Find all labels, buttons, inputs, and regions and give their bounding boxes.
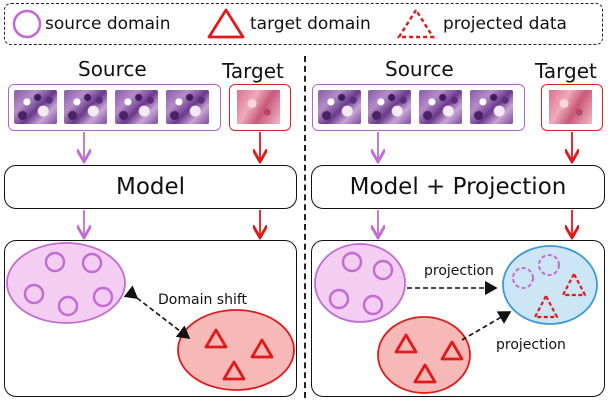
legend-projected-data: projected data — [443, 14, 567, 34]
right-target-title: Target — [535, 59, 597, 83]
source-image-1 — [318, 90, 361, 124]
projection-label-top: projection — [424, 263, 494, 279]
left-model-box: Model — [4, 165, 297, 209]
right-model-label: Model + Projection — [349, 174, 567, 200]
projected-source-samples — [512, 254, 560, 289]
source-samples — [328, 251, 394, 316]
source-image-2 — [368, 90, 411, 124]
left-source-images — [8, 84, 221, 131]
source-image-3 — [419, 90, 462, 124]
left-target-image-box — [229, 84, 291, 131]
target-samples — [204, 328, 274, 381]
right-model-box: Model + Projection — [311, 165, 605, 209]
legend-source-domain: source domain — [45, 14, 171, 34]
right-source-images — [312, 84, 525, 131]
domain-shift-label: Domain shift — [158, 292, 248, 308]
left-model-label: Model — [115, 174, 186, 200]
target-cluster — [377, 316, 471, 394]
projection-arrow-target — [461, 311, 512, 341]
target-samples — [394, 333, 464, 384]
source-domain-legend-icon — [12, 9, 42, 39]
target-image — [549, 90, 592, 124]
target-domain-legend-icon — [207, 8, 245, 39]
right-source-title: Source — [385, 57, 454, 81]
source-image-3 — [115, 90, 158, 124]
projection-label-bottom: projection — [496, 337, 566, 353]
legend-target-domain: target domain — [250, 14, 371, 34]
domain-shift-arrow — [123, 285, 191, 339]
left-source-title: Source — [78, 57, 147, 81]
projected-target-samples — [533, 272, 587, 319]
target-image — [237, 90, 280, 124]
source-cluster — [6, 242, 126, 324]
source-image-1 — [14, 90, 57, 124]
source-image-4 — [470, 90, 513, 124]
source-image-4 — [166, 90, 209, 124]
panel-divider — [304, 56, 306, 398]
right-target-image-box — [541, 84, 603, 131]
source-image-2 — [64, 90, 107, 124]
target-cluster — [177, 309, 295, 391]
projected-data-legend-icon — [396, 7, 436, 39]
projected-cluster — [502, 245, 598, 325]
legend-box — [4, 3, 603, 45]
left-target-title: Target — [222, 59, 284, 83]
source-samples — [23, 251, 114, 317]
